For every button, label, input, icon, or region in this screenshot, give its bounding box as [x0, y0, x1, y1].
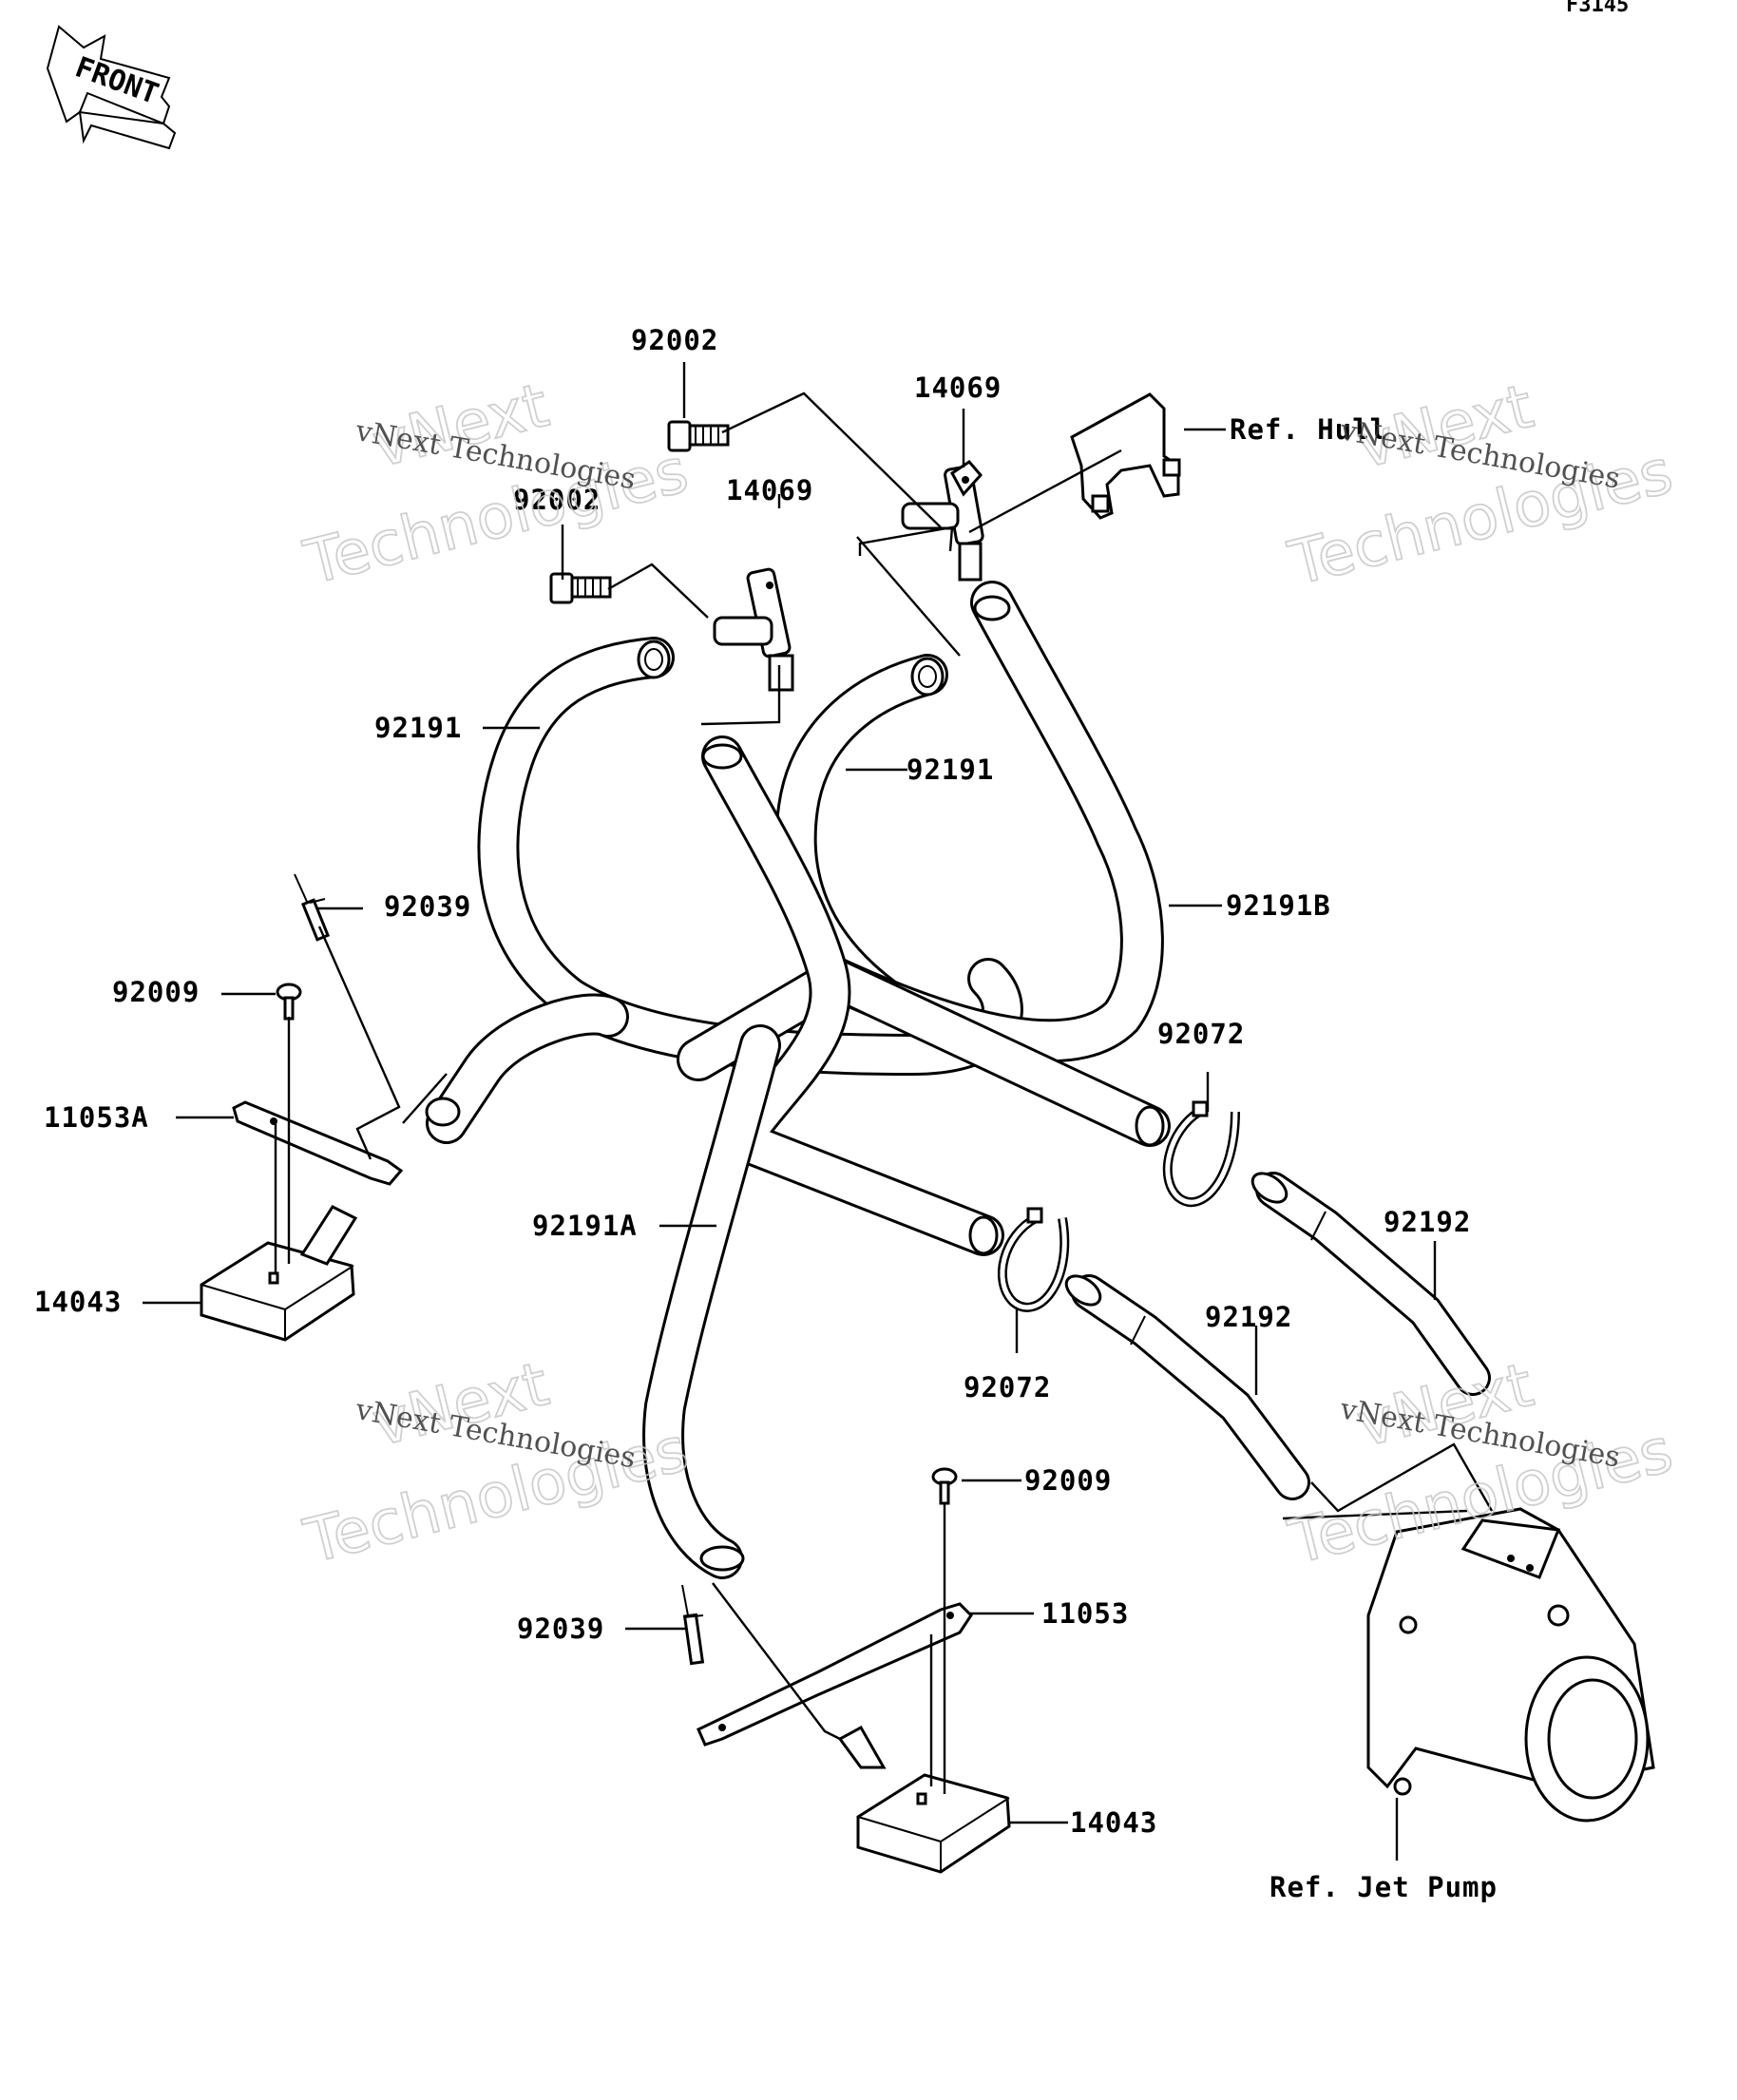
rivet-92039-lower [681, 1584, 705, 1666]
fitting-14069-upper [901, 460, 984, 582]
label-92039-lower: 92039 [517, 1613, 604, 1645]
clamp-92072-upper [1162, 1100, 1240, 1208]
label-92002-upper: 92002 [631, 324, 718, 356]
screw-92009-upper [276, 983, 302, 1021]
label-92192-lower: 92192 [1205, 1301, 1292, 1333]
leader-lines [143, 362, 1494, 1861]
bracket-11053 [697, 1602, 973, 1747]
pipe-92192-lower [1064, 1274, 1310, 1500]
pipe-92192-upper [1250, 1172, 1491, 1396]
screw-92009-lower [931, 1467, 958, 1505]
label-11053: 11053 [1041, 1597, 1129, 1630]
label-14043-upper: 14043 [34, 1286, 122, 1318]
label-14069-mid: 14069 [726, 474, 813, 506]
label-92009-upper: 92009 [112, 976, 200, 1008]
label-92009-lower: 92009 [1024, 1464, 1112, 1497]
strainer-14043-upper [200, 1205, 358, 1342]
label-92192-upper: 92192 [1384, 1206, 1471, 1238]
bolt-92002-mid [549, 572, 612, 604]
label-92191-mid: 92191 [907, 754, 994, 786]
label-ref-jet-pump: Ref. Jet Pump [1269, 1871, 1498, 1903]
label-14069-upper: 14069 [914, 372, 1002, 404]
watermark-top-left: vNext Technologies vNext Technologies [296, 370, 696, 600]
jet-pump [1366, 1507, 1655, 1823]
label-92002-mid: 92002 [513, 484, 601, 516]
diagram-code: F3145 [1566, 0, 1629, 17]
rivet-92039-upper [294, 873, 331, 942]
label-92039-upper: 92039 [384, 890, 471, 923]
label-92072-upper: 92072 [1157, 1018, 1245, 1050]
label-92191B: 92191B [1226, 889, 1331, 922]
label-11053A: 11053A [44, 1101, 149, 1134]
bracket-11053A [232, 1100, 404, 1186]
label-92072-lower: 92072 [964, 1371, 1051, 1403]
label-92191A: 92191A [532, 1210, 638, 1242]
front-arrow-icon: FRONT [46, 25, 177, 150]
hose-92191B [677, 581, 1171, 1147]
watermark-top-right: vNext Technologies vNext Technologies [1282, 371, 1681, 601]
label-14043-lower: 14043 [1070, 1806, 1157, 1839]
label-ref-hull: Ref. Hull [1230, 413, 1387, 446]
bolt-92002-upper [667, 420, 730, 452]
hull-bracket [1070, 392, 1181, 520]
watermark-bottom-left: vNext Technologies vNext Technologies [296, 1348, 696, 1578]
hose-92191A [642, 735, 1004, 1579]
clamp-92072-lower [997, 1207, 1070, 1312]
strainer-14043-lower [837, 1725, 1011, 1874]
hose-92191A-branch [425, 993, 629, 1144]
fitting-14069-mid [713, 567, 794, 692]
part-labels: 92002 92002 14069 14069 Ref. Hull 92191 … [34, 324, 1498, 1903]
label-92191-left: 92191 [374, 712, 462, 744]
